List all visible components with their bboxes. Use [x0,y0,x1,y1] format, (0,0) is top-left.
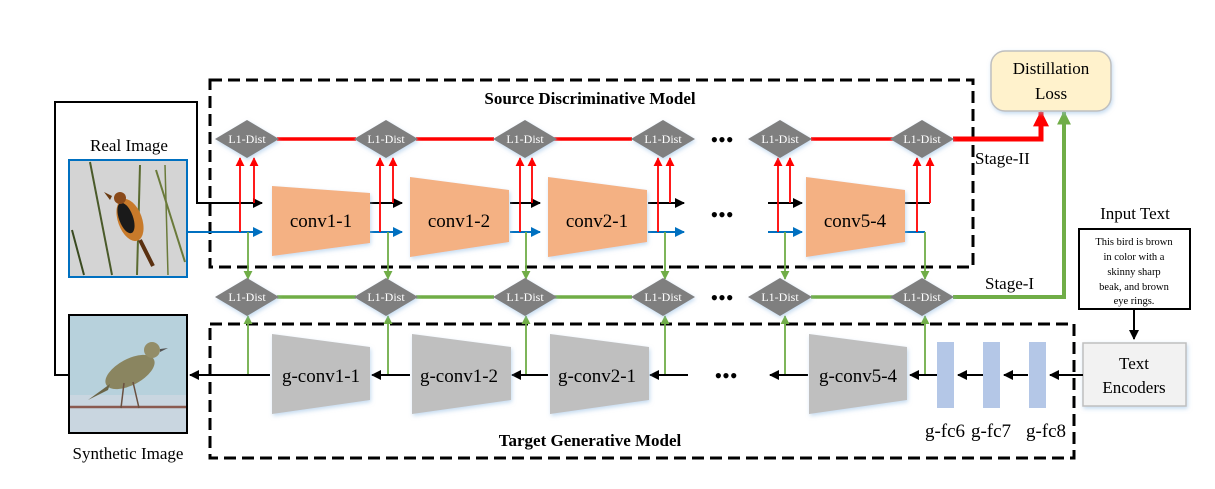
diamond-shape [890,120,954,158]
stage1-ellipsis: ••• [710,285,733,310]
svg-text:g-fc7: g-fc7 [971,421,1011,442]
source-layer-conv1-1: conv1-1 [272,186,370,256]
diamond-shape [215,278,279,316]
target-layer-g-conv2-1: g-conv2-1 [550,334,649,414]
l1-dist-label: L1-Dist [903,132,941,146]
stage2-feature-arrows [235,157,935,232]
stage2-label: Stage-II [975,149,1030,168]
input-text-box: This bird is brown in color with a skinn… [1078,228,1191,310]
diamond-shape [354,120,418,158]
stage1-l1-dist-node: L1-Dist [631,278,695,316]
stage2-l1-dist-node: L1-Dist [890,120,954,158]
svg-text:eye rings.: eye rings. [1114,296,1155,307]
svg-text:conv1-2: conv1-2 [428,211,490,232]
real-image-label: Real Image [90,136,168,155]
svg-text:conv2-1: conv2-1 [566,211,628,232]
stage1-l1-dist-node: L1-Dist [890,278,954,316]
svg-text:This bird is brown: This bird is brown [1095,237,1173,248]
l1-dist-label: L1-Dist [367,132,405,146]
source-flow-arrows [370,198,930,237]
target-ellipsis: ••• [714,363,737,388]
svg-text:g-conv5-4: g-conv5-4 [819,366,898,387]
synthetic-image [68,314,188,434]
fc-layer-g-fc8: g-fc8 [1026,342,1066,442]
l1-dist-label: L1-Dist [761,290,799,304]
diamond-shape [354,278,418,316]
diamond-shape [748,120,812,158]
stage1-l1-dist-node: L1-Dist [493,278,557,316]
l1-dist-label: L1-Dist [644,290,682,304]
source-model-title: Source Discriminative Model [484,89,695,108]
svg-text:g-fc6: g-fc6 [925,421,965,442]
diamond-shape [215,120,279,158]
stage1-l1-dist-node: L1-Dist [748,278,812,316]
svg-text:conv5-4: conv5-4 [824,211,887,232]
diamond-shape [493,278,557,316]
l1-dist-label: L1-Dist [367,290,405,304]
l1-dist-label: L1-Dist [903,290,941,304]
source-model-container [208,78,975,269]
l1-dist-label: L1-Dist [761,132,799,146]
stage2-ellipsis: ••• [710,127,733,152]
stage1-target-arrows [243,315,930,375]
svg-text:Text: Text [1119,354,1149,373]
svg-text:Encoders: Encoders [1102,378,1165,397]
svg-text:skinny sharp: skinny sharp [1107,267,1160,278]
stage2-l1-dist-node: L1-Dist [748,120,812,158]
stage1-l1-dist-node: L1-Dist [354,278,418,316]
svg-text:g-conv1-2: g-conv1-2 [420,366,498,387]
svg-text:Loss: Loss [1035,84,1067,103]
stage1-label: Stage-I [985,274,1034,293]
stage1-loss-arrow [953,110,1071,299]
fc-layer-g-fc7: g-fc7 [971,342,1011,442]
source-layer-conv1-2: conv1-2 [410,177,509,257]
synthetic-image-feed-arrow [54,101,263,376]
text-encoders-box: Text Encoders [1082,342,1187,407]
target-layer-g-conv1-2: g-conv1-2 [412,334,511,414]
input-text-label: Input Text [1100,204,1170,223]
target-layer-g-conv5-4: g-conv5-4 [809,334,907,414]
target-model-container [208,322,1076,460]
source-ellipsis: ••• [710,202,733,227]
stage1-l1-dist-node: L1-Dist [215,278,279,316]
svg-text:g-conv1-1: g-conv1-1 [282,366,360,387]
l1-dist-label: L1-Dist [506,290,544,304]
svg-text:beak, and brown: beak, and brown [1099,282,1169,293]
l1-dist-label: L1-Dist [506,132,544,146]
svg-text:g-conv2-1: g-conv2-1 [558,366,636,387]
target-model-title: Target Generative Model [499,431,682,450]
stage1-source-arrows [243,232,930,280]
synthetic-image-label: Synthetic Image [73,444,184,463]
stage2-l1-dist-node: L1-Dist [631,120,695,158]
l1-dist-label: L1-Dist [228,290,266,304]
svg-text:g-fc8: g-fc8 [1026,421,1066,442]
target-layer-g-conv1-1: g-conv1-1 [272,334,370,414]
distillation-loss-box: Distillation Loss [990,50,1112,112]
svg-text:Distillation: Distillation [1013,59,1090,78]
diamond-shape [493,120,557,158]
stage2-l1-dist-node: L1-Dist [493,120,557,158]
svg-text:conv1-1: conv1-1 [290,211,352,232]
diamond-shape [748,278,812,316]
source-layer-conv2-1: conv2-1 [548,177,647,257]
stage2-l1-dist-node: L1-Dist [215,120,279,158]
svg-text:in color with a: in color with a [1104,252,1165,263]
l1-dist-label: L1-Dist [644,132,682,146]
diamond-shape [631,120,695,158]
source-layer-conv5-4: conv5-4 [806,177,905,257]
stage2-loss-arrow [953,110,1050,142]
l1-dist-label: L1-Dist [228,132,266,146]
diamond-shape [631,278,695,316]
real-image [68,159,188,278]
diamond-shape [890,278,954,316]
stage2-l1-dist-node: L1-Dist [354,120,418,158]
fc-layer-g-fc6: g-fc6 [925,342,965,442]
